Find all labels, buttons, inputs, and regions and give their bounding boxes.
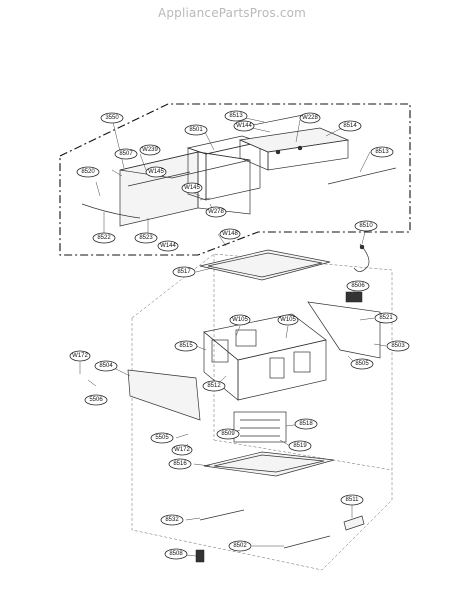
foot-part	[195, 549, 205, 563]
svg-text:W172: W172	[174, 447, 190, 453]
callout-8532: 8532	[160, 514, 184, 526]
svg-text:8504: 8504	[99, 363, 113, 369]
callout-8507: 8507	[114, 148, 138, 160]
drawer-handle-part	[81, 203, 141, 219]
callout-8504: 8504	[94, 360, 118, 372]
callout-W278: W278	[205, 206, 227, 218]
svg-text:8516: 8516	[173, 461, 187, 467]
cabinet-outline	[131, 253, 393, 571]
svg-text:8517: 8517	[177, 269, 191, 275]
svg-text:3550: 3550	[105, 115, 119, 121]
svg-text:8510: 8510	[359, 223, 373, 229]
callout-W105-b: W105	[277, 314, 299, 326]
svg-text:W145: W145	[184, 185, 200, 191]
callout-8514: 8514	[338, 120, 362, 132]
svg-text:8502: 8502	[233, 543, 247, 549]
callout-W145-a: W145	[145, 166, 167, 178]
bracket-small-part	[343, 515, 365, 531]
svg-text:8512: 8512	[207, 383, 221, 389]
bottom-rails-part	[199, 509, 331, 549]
svg-text:8522: 8522	[97, 235, 111, 241]
callout-8517: 8517	[172, 266, 196, 278]
callout-8511: 8511	[340, 494, 364, 506]
drawer-tray-part	[238, 127, 350, 171]
side-bracket-right-part	[307, 291, 381, 359]
svg-text:W144: W144	[160, 243, 176, 249]
callout-8506: 8506	[346, 280, 370, 292]
callout-8521: 8521	[374, 312, 398, 324]
callout-8508: 8508	[164, 548, 188, 560]
callout-3550: 3550	[100, 112, 124, 124]
svg-text:W148: W148	[222, 231, 238, 237]
svg-text:W278: W278	[208, 209, 224, 215]
svg-text:8509: 8509	[221, 431, 235, 437]
callout-8520: 8520	[76, 166, 100, 178]
svg-text:W239: W239	[142, 147, 158, 153]
callout-8501: 8501	[184, 124, 208, 136]
svg-text:8503: 8503	[391, 343, 405, 349]
callout-8502: 8502	[228, 540, 252, 552]
svg-text:8519: 8519	[293, 443, 307, 449]
svg-text:8521: 8521	[379, 315, 393, 321]
callout-W144-b: W144	[157, 240, 179, 252]
svg-text:5505: 5505	[155, 435, 169, 441]
svg-text:8507: 8507	[119, 151, 133, 157]
callout-8510: 8510	[354, 220, 378, 232]
side-panel-left-part	[127, 369, 201, 421]
callout-8515: 8515	[174, 340, 198, 352]
svg-text:W144: W144	[236, 123, 252, 129]
callout-W228: W228	[299, 112, 321, 124]
callout-5505: 5505	[150, 432, 174, 444]
callout-8523: 8523	[134, 232, 158, 244]
drawer-slide-rails	[247, 113, 397, 185]
callout-W172-b: W172	[171, 444, 193, 456]
callout-8516: 8516	[168, 458, 192, 470]
wire-harness-part	[353, 243, 370, 272]
cavity-box-part	[203, 313, 327, 401]
svg-text:8513: 8513	[229, 113, 243, 119]
bottom-plate-part	[203, 451, 335, 477]
top-plate-part	[199, 249, 331, 281]
svg-text:W105: W105	[280, 317, 296, 323]
callout-8513-b: 8513	[370, 146, 394, 158]
watermark: AppliancePartsPros.com	[157, 6, 307, 20]
heater-element-part	[233, 411, 287, 443]
svg-text:8520: 8520	[81, 169, 95, 175]
callout-W148: W148	[219, 228, 241, 240]
svg-text:5506: 5506	[89, 397, 103, 403]
svg-text:8505: 8505	[355, 361, 369, 367]
callout-8519: 8519	[288, 440, 312, 452]
svg-text:8523: 8523	[139, 235, 153, 241]
callout-8505: 8505	[350, 358, 374, 370]
callout-8512: 8512	[202, 380, 226, 392]
drawer-assembly-boundary	[59, 103, 411, 256]
callout-W172-a: W172	[69, 350, 91, 362]
callout-8522: 8522	[92, 232, 116, 244]
callout-8509: 8509	[216, 428, 240, 440]
svg-text:8518: 8518	[299, 421, 313, 427]
svg-text:8513: 8513	[375, 149, 389, 155]
callout-W239: W239	[139, 144, 161, 156]
callout-5506: 5506	[84, 394, 108, 406]
svg-text:8511: 8511	[346, 497, 360, 503]
callout-W105-a: W105	[229, 314, 251, 326]
callout-W145-b: W145	[181, 182, 203, 194]
svg-text:8532: 8532	[165, 517, 179, 523]
svg-text:W228: W228	[302, 115, 318, 121]
svg-text:8506: 8506	[351, 283, 365, 289]
callout-8503: 8503	[386, 340, 410, 352]
svg-text:8515: 8515	[179, 343, 193, 349]
callout-8518: 8518	[294, 418, 318, 430]
svg-text:8501: 8501	[189, 127, 203, 133]
svg-text:W145: W145	[148, 169, 164, 175]
svg-text:W105: W105	[232, 317, 248, 323]
svg-text:W172: W172	[72, 353, 88, 359]
svg-text:8514: 8514	[343, 123, 357, 129]
callout-8513-a: 8513	[224, 110, 248, 122]
svg-text:8508: 8508	[169, 551, 183, 557]
callout-W144-a: W144	[233, 120, 255, 132]
